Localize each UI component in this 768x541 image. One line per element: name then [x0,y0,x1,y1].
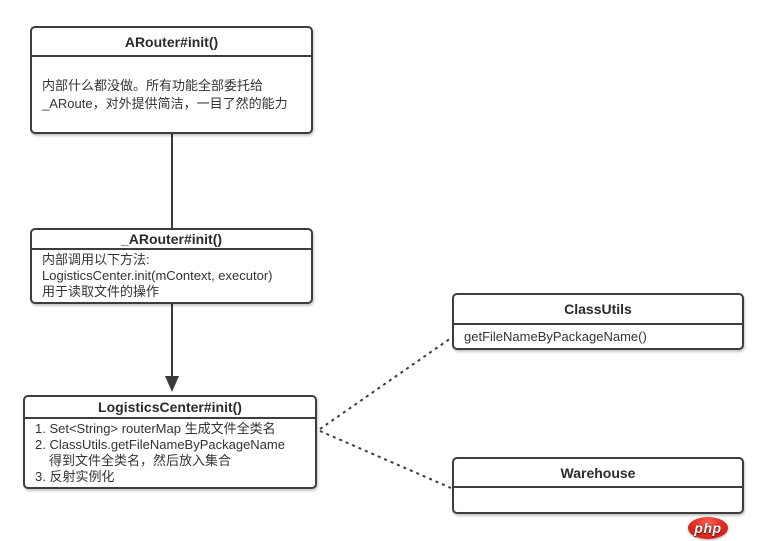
body-line: 1. Set<String> routerMap 生成文件全类名 [35,421,276,436]
node-arouter-init-body: 内部什么都没做。所有功能全部委托给 _ARoute，对外提供简洁，一目了然的能力 [32,57,311,132]
connector-logistics-to-warehouse [319,430,452,489]
node-warehouse-title: Warehouse [454,459,742,488]
node-arouter-init: ARouter#init() 内部什么都没做。所有功能全部委托给 _ARoute… [30,26,313,134]
body-line: 得到文件全类名，然后放入集合 [49,453,232,468]
node-classutils-title: ClassUtils [454,295,742,325]
node-warehouse-body [454,488,742,512]
node-logisticscenter-init-body: 1. Set<String> routerMap 生成文件全类名 2. Clas… [25,419,315,487]
body-line: 内部调用以下方法: [42,252,150,267]
node-underscore-arouter-init: _ARouter#init() 内部调用以下方法: LogisticsCente… [30,228,313,304]
node-arouter-init-title: ARouter#init() [32,28,311,57]
node-warehouse: Warehouse [452,457,744,514]
body-line: 用于读取文件的操作 [42,284,160,299]
body-line: 2. ClassUtils.getFileNameByPackageName [35,437,285,452]
connector-logistics-to-classutils [319,337,452,430]
node-underscore-arouter-init-title: _ARouter#init() [32,230,311,250]
connector-underscore-arouter-to-logistics [165,304,179,392]
body-line: 内部什么都没做。所有功能全部委托给 [42,77,264,93]
node-classutils-body: getFileNameByPackageName() [454,325,742,348]
body-line: 3. 反射实例化 [35,469,115,484]
arrowhead-down-icon [165,376,179,392]
php-logo: php [688,517,728,539]
node-logisticscenter-init: LogisticsCenter#init() 1. Set<String> ro… [23,395,317,489]
node-underscore-arouter-init-body: 内部调用以下方法: LogisticsCenter.init(mContext,… [32,250,311,302]
node-classutils: ClassUtils getFileNameByPackageName() [452,293,744,350]
body-line: LogisticsCenter.init(mContext, executor) [42,268,273,283]
node-logisticscenter-init-title: LogisticsCenter#init() [25,397,315,419]
body-line: _ARoute，对外提供简洁，一目了然的能力 [42,95,288,111]
body-line: getFileNameByPackageName() [464,329,647,344]
